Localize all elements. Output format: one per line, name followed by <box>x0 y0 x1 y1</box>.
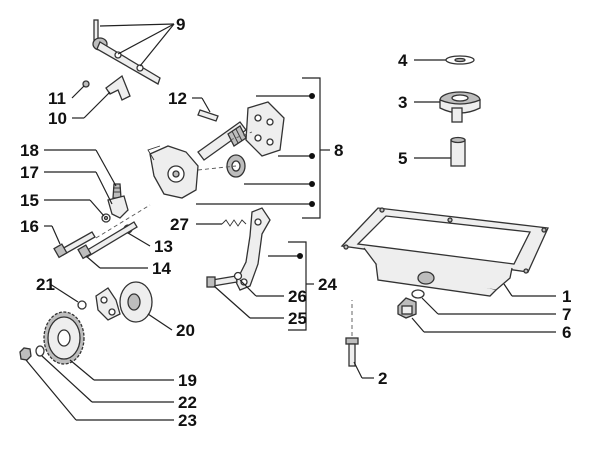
callout-6: 6 <box>562 323 571 342</box>
callout-2: 2 <box>378 369 387 388</box>
callout-8: 8 <box>334 141 343 160</box>
callout-7: 7 <box>562 305 571 324</box>
callout-24: 24 <box>318 275 337 294</box>
part-1-oil-pan <box>340 207 549 297</box>
callout-19: 19 <box>178 371 197 390</box>
part-6-drain-plug <box>397 297 417 319</box>
callout-14: 14 <box>152 259 171 278</box>
callout-11: 11 <box>48 89 66 108</box>
part-8-oil-pump-assembly <box>147 101 285 199</box>
part-11-screw <box>82 80 90 88</box>
part-14-bolt <box>77 221 138 260</box>
part-10-fork-bracket <box>105 74 131 101</box>
part-17-lever <box>107 195 129 219</box>
part-25-bolt <box>206 275 238 288</box>
callout-20: 20 <box>176 321 195 340</box>
leader-lines <box>25 23 556 421</box>
callout-18: 18 <box>20 141 39 160</box>
callout-25: 25 <box>288 309 307 328</box>
part-19-gear <box>43 311 85 365</box>
callout-21: 21 <box>36 275 55 294</box>
callout-12: 12 <box>168 89 187 108</box>
callout-3: 3 <box>398 93 407 112</box>
callout-22: 22 <box>178 393 197 412</box>
part-4-gasket <box>445 55 475 65</box>
part-3-cap <box>439 91 481 123</box>
part-24-lever-assembly <box>235 207 271 291</box>
part-9-shift-rod <box>92 19 161 85</box>
callout-10: 10 <box>48 109 67 128</box>
part-27-spring <box>221 219 247 227</box>
callout-9: 9 <box>176 15 185 34</box>
callout-26: 26 <box>288 287 307 306</box>
callout-17: 17 <box>20 163 39 182</box>
part-7-washer <box>411 289 425 299</box>
part-20-rotor <box>95 281 153 323</box>
callout-23: 23 <box>178 411 197 430</box>
part-23-nut <box>19 347 32 361</box>
callout-5: 5 <box>398 149 407 168</box>
callout-15: 15 <box>20 191 39 210</box>
bracket-dots <box>297 93 315 259</box>
part-5-fitting <box>450 136 466 167</box>
callout-13: 13 <box>154 237 173 256</box>
part-12-pin <box>197 109 219 122</box>
part-16-bolt <box>53 231 96 259</box>
callout-16: 16 <box>20 217 39 236</box>
callout-1: 1 <box>562 287 571 306</box>
callout-4: 4 <box>398 51 408 70</box>
part-22-washer <box>35 345 45 357</box>
part-26-washer <box>233 271 243 281</box>
part-21-pin <box>77 300 87 310</box>
part-2-bolt <box>345 337 359 367</box>
part-18-spring <box>112 183 122 199</box>
callout-labels: 9 11 10 12 8 18 17 15 16 13 14 27 24 26 … <box>20 15 571 430</box>
callout-27: 27 <box>170 215 189 234</box>
